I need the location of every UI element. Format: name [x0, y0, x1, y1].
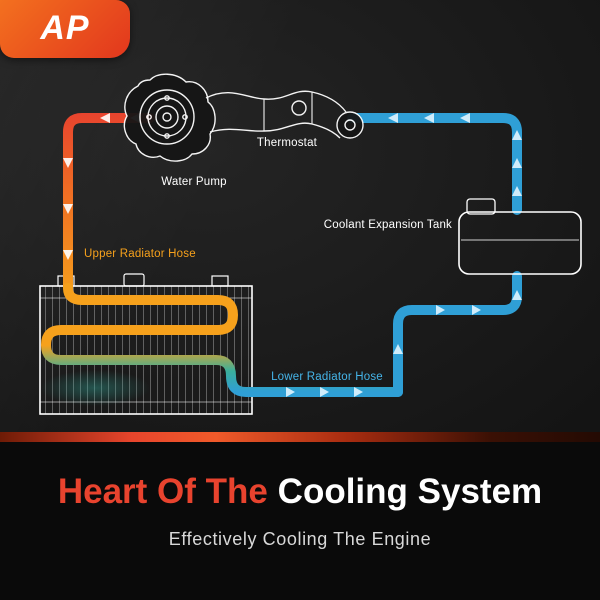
- coolant-cooling-glow: [40, 370, 150, 406]
- pump-bolt-icon: [164, 133, 170, 139]
- flow-arrow-up-icon: [512, 158, 522, 168]
- water-pump-pulley: [139, 89, 195, 145]
- thermostat-label: Thermostat: [257, 137, 318, 149]
- pump-bolt-icon: [146, 114, 152, 120]
- brand-logo: AP: [0, 0, 130, 58]
- radiator-mount-right: [211, 275, 229, 287]
- coolant-duct-bottom: [209, 122, 341, 139]
- return-to-engine-pipe: [347, 113, 522, 215]
- brand-logo-text: AP: [40, 8, 90, 47]
- water-pump-pulley-inner: [155, 105, 179, 129]
- title-main: Cooling System: [277, 472, 543, 511]
- accent-divider: [0, 432, 600, 442]
- thermostat-valve: [291, 100, 307, 116]
- upper-radiator-hose-label: Upper Radiator Hose: [84, 248, 196, 260]
- flow-arrow-left-icon: [388, 113, 398, 123]
- flow-arrow-up-icon: [512, 130, 522, 140]
- flow-arrow-left-icon: [460, 113, 470, 123]
- pump-bolt-icon: [182, 114, 188, 120]
- flow-arrows-cold: [286, 113, 522, 397]
- lower-radiator-hose-pipe: [393, 271, 522, 397]
- flow-arrow-right-icon: [436, 305, 445, 315]
- coolant-duct-top: [205, 90, 347, 113]
- water-pump-pulley-ring: [147, 97, 187, 137]
- flow-arrow-right-icon: [472, 305, 481, 315]
- tank-body: [458, 211, 582, 275]
- coolant-expansion-tank: [458, 198, 582, 275]
- coolant-expansion-tank-label: Coolant Expansion Tank: [324, 219, 452, 231]
- flow-arrow-up-icon: [393, 344, 403, 354]
- thermostat-flange: [336, 111, 364, 139]
- flow-arrow-left-icon: [424, 113, 434, 123]
- flow-arrow-up-icon: [512, 186, 522, 196]
- pump-bolt-icon: [164, 95, 170, 101]
- hot-coolant-pipes: [40, 113, 403, 397]
- flow-arrow-down-icon: [63, 250, 73, 260]
- cold-coolant-pipes: [347, 113, 522, 397]
- thermostat-flange-port: [344, 119, 356, 131]
- water-pump-hub: [162, 112, 172, 122]
- flow-arrow-right-icon: [354, 387, 363, 397]
- diagram-labels: Water Pump Thermostat Coolant Expansion …: [84, 137, 452, 383]
- flow-arrow-right-icon: [320, 387, 329, 397]
- flow-arrow-down-icon: [63, 204, 73, 214]
- page-subtitle: Effectively Cooling The Engine: [168, 529, 432, 549]
- flow-arrow-right-icon: [286, 387, 295, 397]
- radiator-filler-cap: [123, 273, 145, 287]
- flow-arrow-left-icon: [100, 113, 110, 123]
- title-accent: Heart Of The: [57, 472, 268, 511]
- lower-radiator-hose-label: Lower Radiator Hose: [271, 371, 383, 383]
- flow-arrow-down-icon: [63, 158, 73, 168]
- water-pump-label: Water Pump: [161, 176, 226, 188]
- radiator-serpentine-pipe: [40, 283, 403, 397]
- cooling-system-diagram: Water Pump Thermostat Coolant Expansion …: [39, 73, 582, 415]
- flow-arrow-up-icon: [512, 290, 522, 300]
- water-pump-housing: [123, 73, 216, 162]
- upper-radiator-hose-pipe: [63, 113, 155, 293]
- tank-cap: [466, 198, 496, 215]
- engine-line-art: [123, 73, 364, 162]
